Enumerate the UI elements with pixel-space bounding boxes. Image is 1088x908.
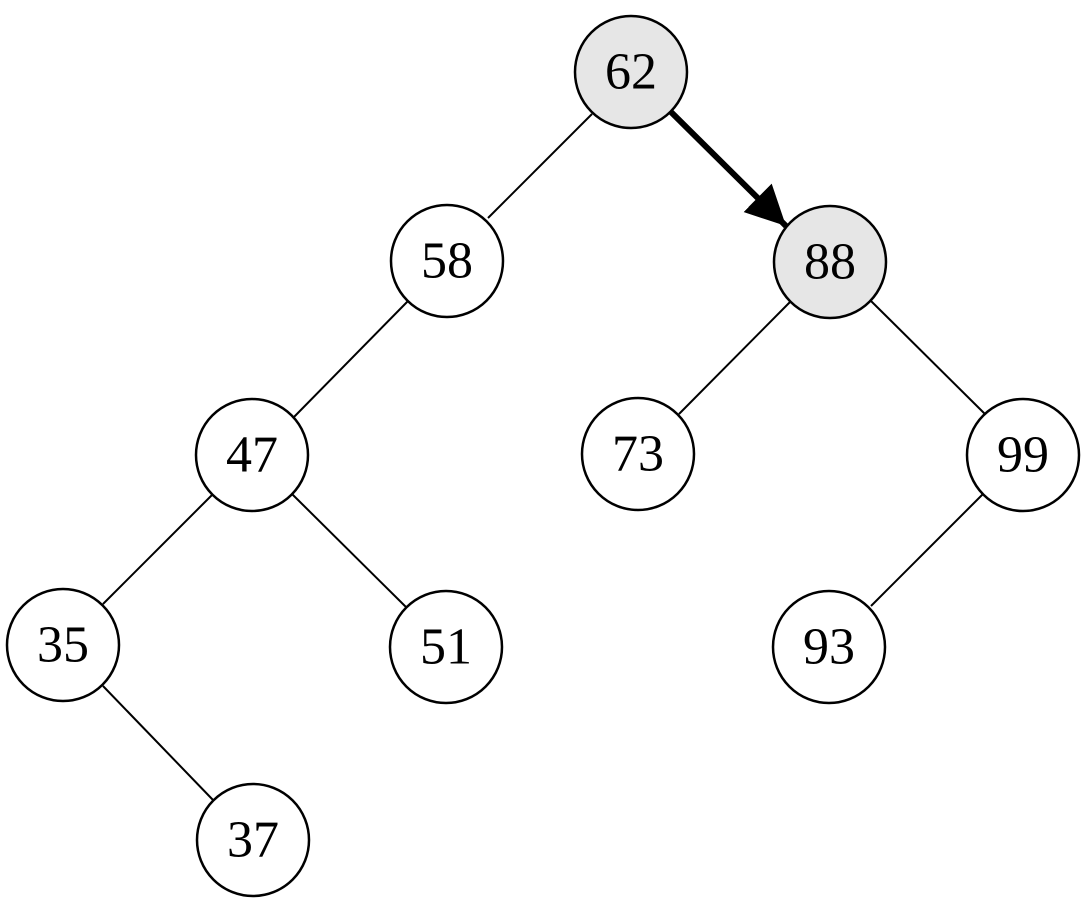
- tree-node-62: 62: [573, 14, 689, 130]
- node-circle: [965, 397, 1081, 513]
- node-label: 47: [226, 427, 278, 484]
- node-label: 51: [420, 619, 472, 676]
- edge-47-35: [102, 493, 214, 605]
- nodes-layer: 62 58 88 47 73 99 35 51: [5, 14, 1081, 898]
- edge-88-73: [678, 300, 792, 415]
- tree-node-99: 99: [965, 397, 1081, 513]
- tree-node-35: 35: [5, 587, 121, 703]
- node-circle: [5, 587, 121, 703]
- edge-62-58: [487, 113, 593, 219]
- node-label: 93: [803, 619, 855, 676]
- tree-node-88: 88: [772, 204, 888, 320]
- node-label: 73: [612, 426, 664, 483]
- tree-node-58: 58: [389, 203, 505, 319]
- edge-88-99: [870, 300, 988, 417]
- tree-node-47: 47: [194, 397, 310, 513]
- tree-node-73: 73: [580, 396, 696, 512]
- node-label: 88: [804, 234, 856, 291]
- node-circle: [388, 589, 504, 705]
- edge-62-88-arrow: [668, 109, 789, 229]
- tree-node-51: 51: [388, 589, 504, 705]
- node-label: 35: [37, 617, 89, 674]
- node-label: 99: [997, 427, 1049, 484]
- node-circle: [194, 397, 310, 513]
- node-label: 62: [605, 44, 657, 101]
- tree-node-93: 93: [771, 589, 887, 705]
- edge-58-47: [292, 300, 409, 419]
- node-circle: [772, 204, 888, 320]
- node-circle: [771, 589, 887, 705]
- edges-layer: [102, 109, 988, 801]
- node-circle: [389, 203, 505, 319]
- node-label: 37: [227, 812, 279, 869]
- edge-35-37: [102, 685, 214, 801]
- node-circle: [195, 782, 311, 898]
- node-label: 58: [421, 233, 473, 290]
- tree-node-37: 37: [195, 782, 311, 898]
- node-circle: [580, 396, 696, 512]
- edge-47-51: [291, 493, 409, 610]
- edge-99-93: [870, 493, 984, 607]
- node-circle: [573, 14, 689, 130]
